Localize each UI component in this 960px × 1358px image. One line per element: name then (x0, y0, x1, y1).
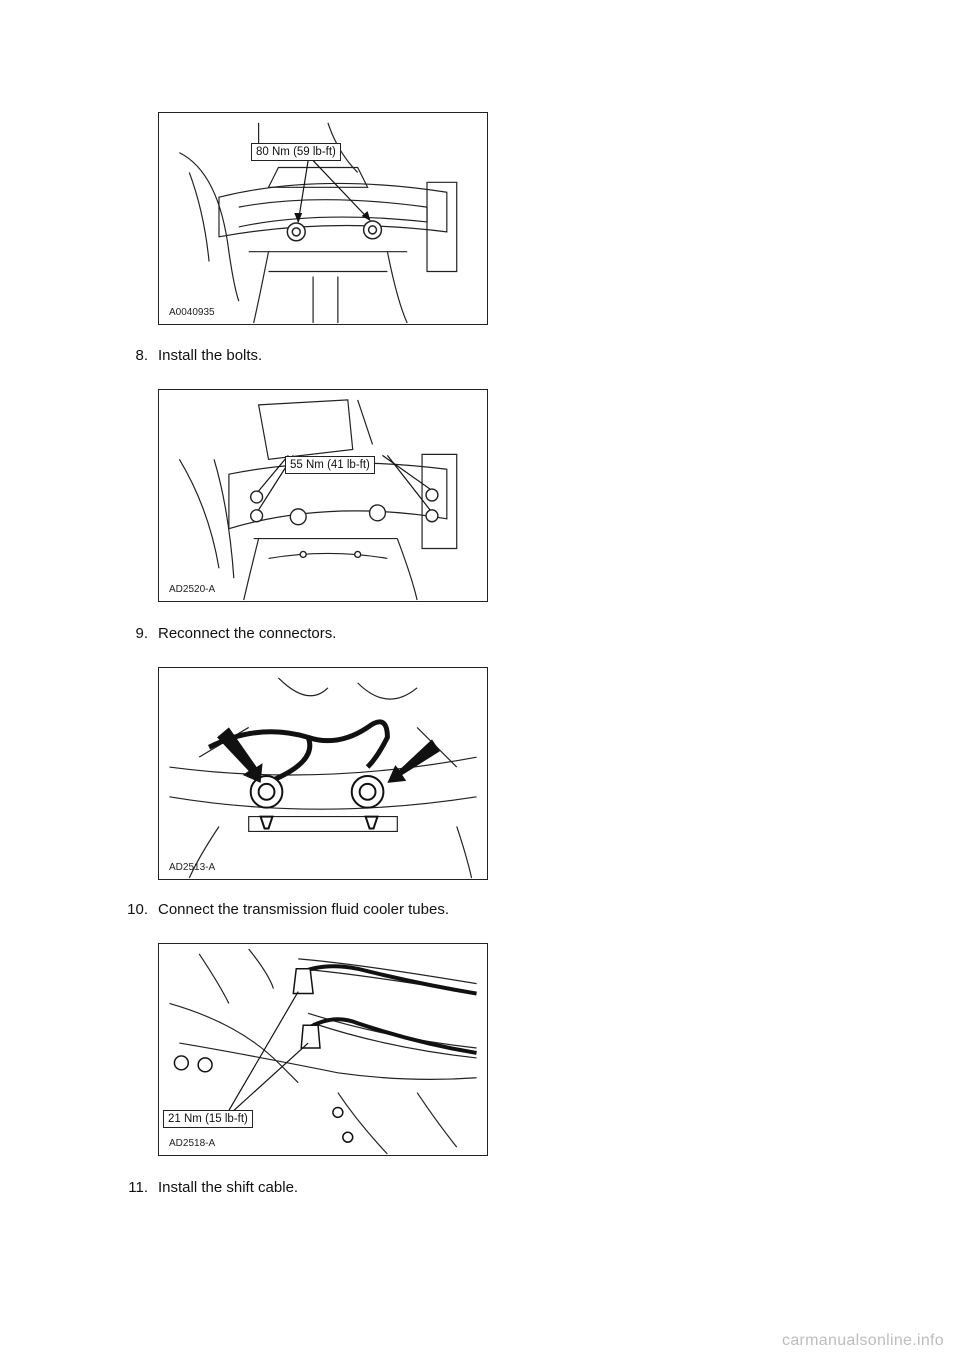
step-11: 11. Install the shift cable. (118, 1179, 298, 1197)
figure-id-label: AD2520-A (169, 584, 216, 595)
crossmember-side-illustration (178, 399, 458, 601)
connectors-illustration (169, 677, 477, 879)
cooler-tubes-illustration (169, 948, 477, 1155)
step-number: 11. (128, 1179, 148, 1196)
figure-cooler-tubes: 21 Nm (15 lb-ft) AD2518-A (158, 943, 488, 1156)
torque-callout: 55 Nm (41 lb-ft) (285, 456, 375, 474)
torque-callout: 80 Nm (59 lb-ft) (251, 143, 341, 161)
step-text: Reconnect the connectors. (158, 625, 337, 642)
figure-crossmember-bolts: 80 Nm (59 lb-ft) A0040935 (158, 112, 488, 325)
figure-id-label: AD2513-A (169, 862, 216, 873)
watermark: carmanualsonline.info (782, 1332, 944, 1349)
crossmember-illustration (179, 122, 458, 324)
step-text: Install the shift cable. (158, 1179, 299, 1196)
figure-id-label: AD2518-A (169, 1138, 216, 1149)
step-8: 8. Install the bolts. (118, 347, 262, 365)
figure-crossmember-bolts-side: 55 Nm (41 lb-ft) AD2520-A (158, 389, 488, 602)
step-text: Install the bolts. (158, 347, 263, 364)
figure-id-label: A0040935 (169, 307, 215, 318)
figure-connectors: AD2513-A (158, 667, 488, 880)
step-text: Connect the transmission fluid cooler tu… (158, 901, 449, 918)
step-10: 10. Connect the transmission fluid cooler… (118, 901, 449, 919)
torque-callout: 21 Nm (15 lb-ft) (163, 1110, 253, 1128)
step-9: 9. Reconnect the connectors. (118, 625, 336, 643)
step-number: 8. (135, 347, 148, 364)
step-number: 9. (135, 625, 148, 642)
step-number: 10. (127, 901, 148, 918)
